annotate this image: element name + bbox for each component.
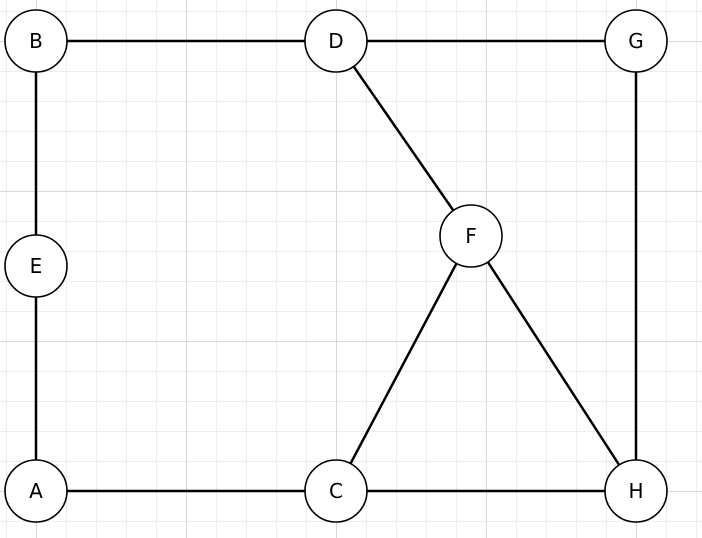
node-c: C — [304, 459, 368, 523]
node-circle — [604, 459, 668, 523]
node-b: B — [4, 9, 68, 73]
node-g: G — [604, 9, 668, 73]
node-circle — [604, 9, 668, 73]
node-a: A — [4, 459, 68, 523]
node-e: E — [4, 234, 68, 298]
node-label: C — [329, 479, 343, 503]
node-label: G — [628, 29, 644, 53]
node-h: H — [604, 459, 668, 523]
node-d: D — [304, 9, 368, 73]
node-circle — [4, 459, 68, 523]
node-label: F — [465, 224, 477, 248]
node-label: A — [29, 479, 43, 503]
node-label: E — [30, 254, 43, 278]
edges-layer — [34, 39, 638, 493]
edge-f-c — [334, 234, 473, 493]
node-circle — [4, 234, 68, 298]
node-f: F — [439, 204, 503, 268]
nodes-layer: B D G E F A C H — [4, 9, 668, 523]
node-circle — [4, 9, 68, 73]
node-circle — [304, 9, 368, 73]
node-circle — [439, 204, 503, 268]
node-circle — [304, 459, 368, 523]
node-label: H — [628, 479, 643, 503]
node-label: D — [328, 29, 343, 53]
node-label: B — [29, 29, 43, 53]
edge-f-h — [469, 234, 638, 493]
edge-d-f — [334, 39, 473, 238]
